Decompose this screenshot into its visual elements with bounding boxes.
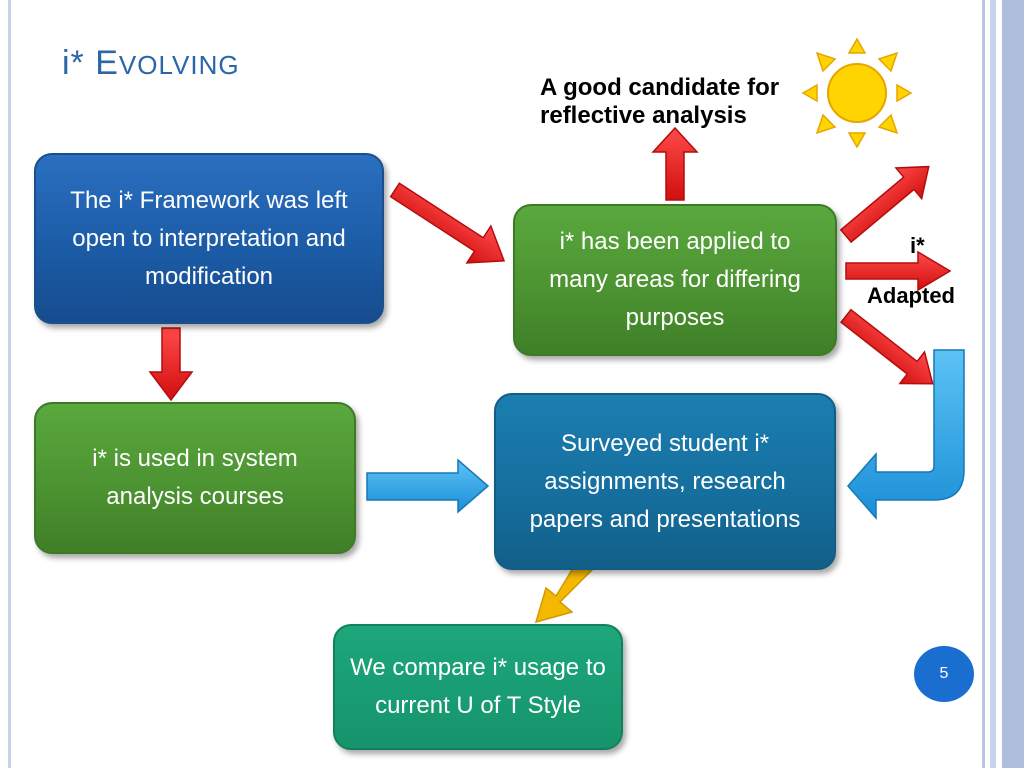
adapted-label-line2: Adapted <box>867 282 955 310</box>
applied-text: i* has been applied to many areas for di… <box>549 228 801 331</box>
page-number: 5 <box>939 665 949 682</box>
arrow-surveyed-to-compare <box>534 558 594 624</box>
reflective-text: A good candidate for reflective analysis <box>540 74 780 129</box>
framework-box: The i* Framework was left open to interp… <box>34 153 384 324</box>
surveyed-box: Surveyed student i* assignments, researc… <box>494 393 836 570</box>
adapted-label-line1-text: i* <box>910 233 925 258</box>
sun-icon <box>801 37 913 149</box>
courses-text: i* is used in system analysis courses <box>92 445 298 510</box>
arrow-courses-to-surveyed <box>366 458 490 514</box>
compare-text: We compare i* usage to current U of T St… <box>350 654 606 719</box>
adapted-label-line2-text: Adapted <box>867 283 955 308</box>
arrow-framework-to-applied <box>389 182 506 264</box>
arrow-applied-to-adapted-up <box>839 165 930 244</box>
frame-stripe <box>990 0 996 768</box>
title-rest: VOLVING <box>118 50 240 80</box>
applied-box: i* has been applied to many areas for di… <box>513 204 837 356</box>
arrow-applied-to-reflective <box>651 126 699 201</box>
slide-title: i* EVOLVING <box>62 44 240 83</box>
title-first: i* E <box>62 44 119 82</box>
framework-text: The i* Framework was left open to interp… <box>70 186 348 290</box>
page-number-badge: 5 <box>914 646 974 702</box>
compare-box: We compare i* usage to current U of T St… <box>333 624 623 750</box>
arrow-applied-to-adapted-down <box>840 308 934 385</box>
frame-stripe <box>982 0 985 768</box>
adapted-label-line1: i* <box>910 232 925 260</box>
right-frame <box>976 0 1024 768</box>
frame-stripe <box>1002 0 1024 768</box>
left-frame-line <box>8 0 11 768</box>
arrow-framework-to-courses <box>148 327 194 402</box>
surveyed-text: Surveyed student i* assignments, researc… <box>529 429 801 533</box>
reflective-label: A good candidate for reflective analysis <box>540 74 830 130</box>
arrow-applied-to-adapted-mid <box>845 250 952 292</box>
courses-box: i* is used in system analysis courses <box>34 402 356 554</box>
arrow-adapted-to-surveyed <box>847 349 965 520</box>
